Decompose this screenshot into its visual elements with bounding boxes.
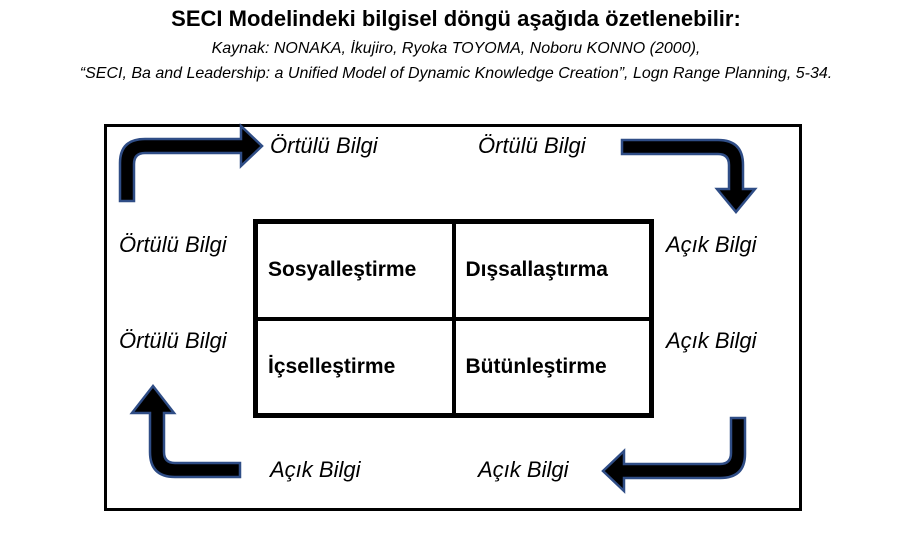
quadrant-socialization: Sosyalleştirme xyxy=(258,224,454,319)
diagram-title: SECI Modelindeki bilgisel döngü aşağıda … xyxy=(171,6,741,31)
label-top-left: Örtülü Bilgi xyxy=(270,133,378,158)
label-top-right: Örtülü Bilgi xyxy=(478,133,586,158)
quadrant-externalization: Dışsallaştırma xyxy=(453,224,649,319)
source-line-1: Kaynak: NONAKA, İkujiro, Ryoka TOYOMA, N… xyxy=(211,40,701,57)
arrow-top-right-icon xyxy=(620,138,758,214)
label-left-upper: Örtülü Bilgi xyxy=(119,232,227,257)
label-right-lower: Açık Bilgi xyxy=(666,328,757,353)
label-right-upper: Açık Bilgi xyxy=(666,232,757,257)
quadrant-combination: Bütünleştirme xyxy=(453,318,649,413)
quadrant-internalization: İçselleştirme xyxy=(258,318,454,413)
label-bottom-left: Açık Bilgi xyxy=(270,457,361,482)
seci-matrix: Sosyalleştirme Dışsallaştırma İçselleşti… xyxy=(253,219,654,418)
arrow-bottom-left-icon xyxy=(129,383,242,479)
label-bottom-right: Açık Bilgi xyxy=(478,457,569,482)
source-line-2: “SECI, Ba and Leadership: a Unified Mode… xyxy=(79,65,833,82)
label-left-lower: Örtülü Bilgi xyxy=(119,328,227,353)
arrow-bottom-right-icon xyxy=(601,416,747,494)
diagram-frame xyxy=(104,124,802,511)
arrow-top-left-icon xyxy=(118,123,264,203)
